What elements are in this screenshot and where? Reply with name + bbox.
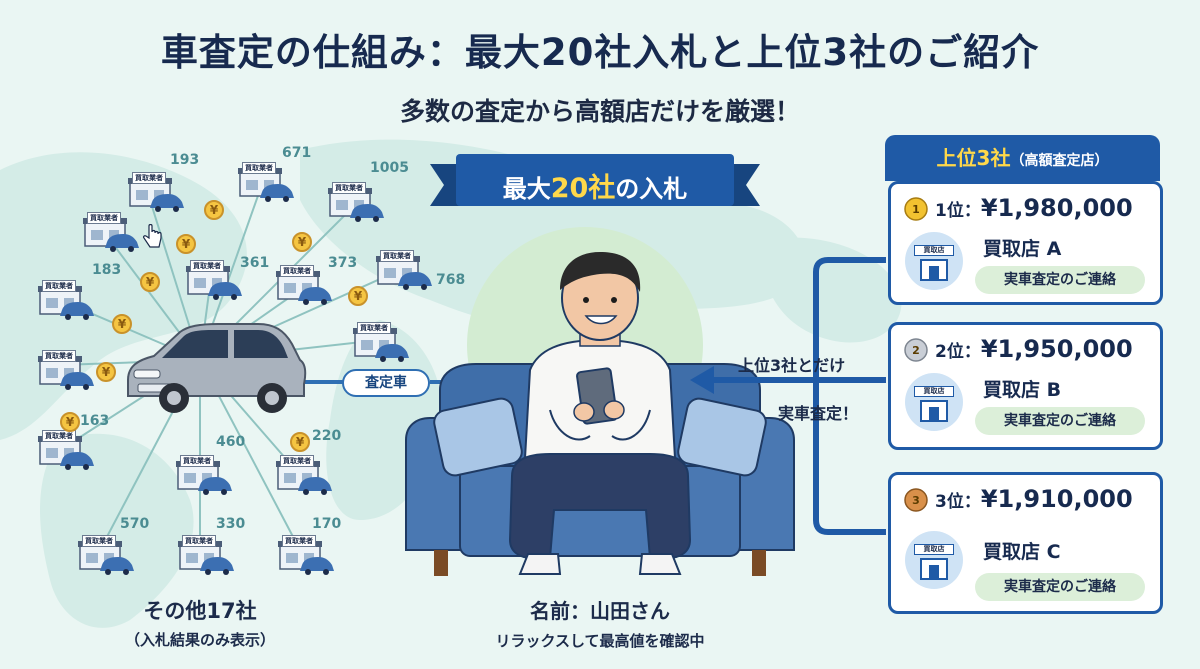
price-value: ¥1,980,000 xyxy=(980,194,1133,222)
silver-medal-icon: 2 xyxy=(904,338,928,362)
top3-suffix: （高額査定店） xyxy=(1010,153,1109,169)
bid-value: 460 xyxy=(216,434,246,450)
bid-value: 768 xyxy=(436,272,466,288)
shop-label: 買取業者 xyxy=(190,260,224,272)
shop-name: 買取店 C xyxy=(983,541,1061,563)
mid-note-line2: 実車査定！ xyxy=(778,404,859,423)
rank-label: 1位： xyxy=(935,201,981,221)
bid-value: 1005 xyxy=(370,160,409,176)
mid-note-line1: 上位3社とだけ xyxy=(738,356,846,375)
rank-label: 3位： xyxy=(935,492,981,512)
car-illustration xyxy=(127,323,307,413)
bid-value: 361 xyxy=(240,255,270,271)
yen-coin-icon: ¥ xyxy=(204,200,224,220)
bid-value: 193 xyxy=(170,152,200,168)
person-status: リラックスして最高値を確認中 xyxy=(495,632,705,650)
shop-icon-label: 買取店 xyxy=(914,386,954,397)
car-chip: 査定車 xyxy=(342,369,430,397)
contact-badge[interactable]: 実車査定のご連絡 xyxy=(975,407,1145,435)
page-title: 車査定の仕組み：最大20社入札と上位3社のご紹介 xyxy=(160,31,1040,74)
contact-badge[interactable]: 実車査定のご連絡 xyxy=(975,266,1145,294)
banner-suffix: の入札 xyxy=(615,175,688,203)
person-name: 名前：山田さん xyxy=(530,599,670,623)
shop-label: 買取業者 xyxy=(280,455,314,467)
bid-value: 220 xyxy=(312,428,342,444)
banner-label: 最大20社の入札 xyxy=(462,166,728,205)
shop-label: 買取業者 xyxy=(42,430,76,442)
shop-label: 買取業者 xyxy=(42,350,76,362)
yen-coin-icon: ¥ xyxy=(60,412,80,432)
shop-label: 買取業者 xyxy=(82,535,116,547)
shop-store-icon: 買取店 xyxy=(905,373,963,431)
contact-badge[interactable]: 実車査定のご連絡 xyxy=(975,573,1145,601)
shop-label: 買取業者 xyxy=(332,182,366,194)
shop-label: 買取業者 xyxy=(380,250,414,262)
top3-num: 3社 xyxy=(976,146,1011,170)
yen-coin-icon: ¥ xyxy=(176,234,196,254)
others-caption: その他17社 （入札結果のみ表示） xyxy=(80,595,320,650)
shop-label: 買取業者 xyxy=(282,535,316,547)
bid-value: 170 xyxy=(312,516,342,532)
yen-coin-icon: ¥ xyxy=(140,272,160,292)
bronze-medal-icon: 3 xyxy=(904,488,928,512)
shop-store-icon: 買取店 xyxy=(905,531,963,589)
shop-name: 買取店 B xyxy=(983,379,1062,401)
others-count: その他17社 xyxy=(143,599,257,623)
rank-price: 1位：¥1,980,000 xyxy=(935,194,1133,222)
top3-prefix: 上位 xyxy=(936,146,977,170)
shop-label: 買取業者 xyxy=(357,322,391,334)
bid-value: 163 xyxy=(80,413,110,429)
shop-icon-label: 買取店 xyxy=(914,544,954,555)
gold-medal-icon: 1 xyxy=(904,197,928,221)
rank-label: 2位： xyxy=(935,342,981,362)
price-value: ¥1,910,000 xyxy=(980,485,1133,513)
yen-coin-icon: ¥ xyxy=(292,232,312,252)
svg-text:2: 2 xyxy=(912,344,920,357)
ribbon-banner xyxy=(430,154,760,206)
shop-label: 買取業者 xyxy=(87,212,121,224)
shop-label: 買取業者 xyxy=(182,535,216,547)
banner-prefix: 最大 xyxy=(502,175,551,203)
person-caption: 名前：山田さん リラックスして最高値を確認中 xyxy=(420,595,780,651)
connector-arrows xyxy=(690,257,886,535)
bid-value: 570 xyxy=(120,516,150,532)
shop-label: 買取業者 xyxy=(242,162,276,174)
shop-label: 買取業者 xyxy=(42,280,76,292)
yen-coin-icon: ¥ xyxy=(112,314,132,334)
bid-value: 330 xyxy=(216,516,246,532)
rank-card-1: 1 1位：¥1,980,000 買取店 買取店 A 実車査定のご連絡 xyxy=(888,181,1163,305)
rank-price: 2位：¥1,950,000 xyxy=(935,335,1133,363)
svg-text:1: 1 xyxy=(912,203,920,216)
shop-icon-label: 買取店 xyxy=(914,245,954,256)
price-value: ¥1,950,000 xyxy=(980,335,1133,363)
top3-panel-header: 上位3社（高額査定店） xyxy=(885,135,1160,181)
shop-label: 買取業者 xyxy=(180,455,214,467)
shop-store-icon: 買取店 xyxy=(905,232,963,290)
yen-coin-icon: ¥ xyxy=(96,362,116,382)
yen-coin-icon: ¥ xyxy=(348,286,368,306)
bid-value: 183 xyxy=(92,262,122,278)
rank-price: 3位：¥1,910,000 xyxy=(935,485,1133,513)
bid-value: 671 xyxy=(282,145,312,161)
page-subtitle: 多数の査定から高額店だけを厳選！ xyxy=(399,97,800,126)
shop-label: 買取業者 xyxy=(280,265,314,277)
svg-text:3: 3 xyxy=(912,494,920,507)
shop-label: 買取業者 xyxy=(132,172,166,184)
banner-highlight: 20社 xyxy=(550,173,616,204)
bid-value: 373 xyxy=(328,255,358,271)
yen-coin-icon: ¥ xyxy=(290,432,310,452)
rank-card-3: 3 3位：¥1,910,000 買取店 買取店 C 実車査定のご連絡 xyxy=(888,472,1163,614)
person-on-sofa-illustration xyxy=(405,252,795,576)
rank-card-2: 2 2位：¥1,950,000 買取店 買取店 B 実車査定のご連絡 xyxy=(888,322,1163,450)
others-note: （入札結果のみ表示） xyxy=(124,631,275,649)
hand-cursor-icon xyxy=(143,224,162,248)
shop-name: 買取店 A xyxy=(983,238,1062,260)
